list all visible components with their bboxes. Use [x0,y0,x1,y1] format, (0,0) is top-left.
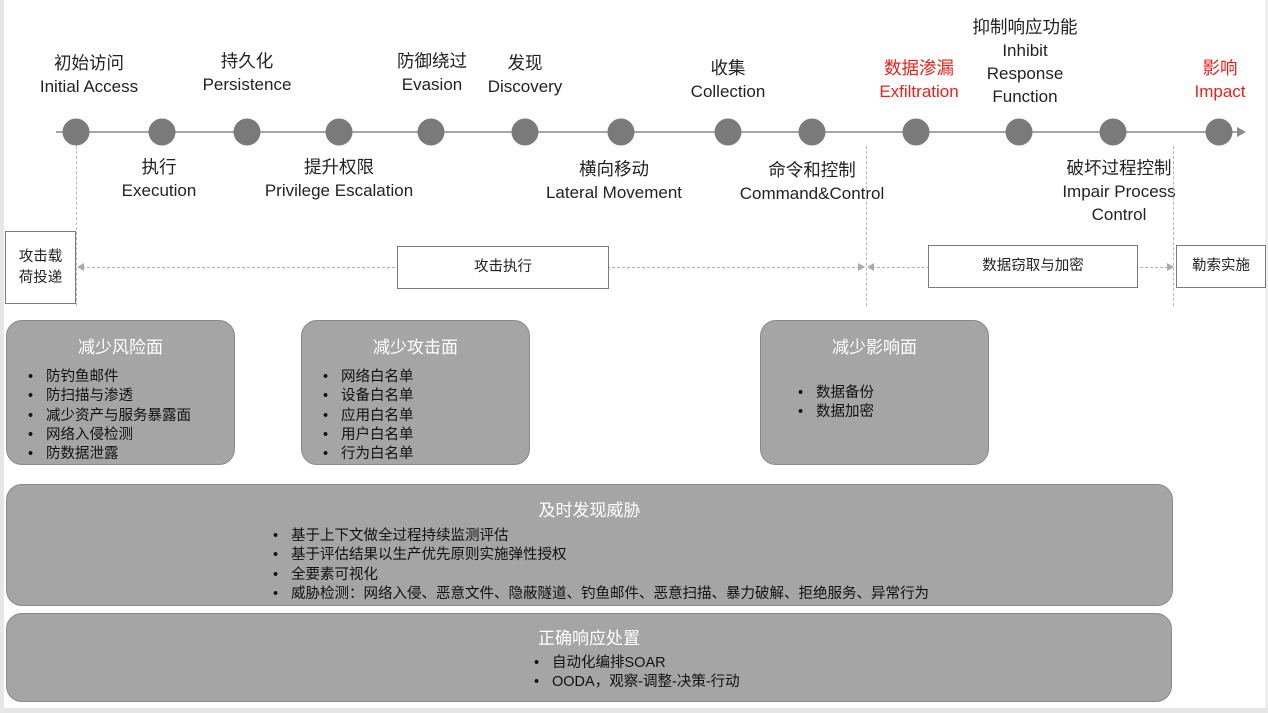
list-item: 防数据泄露 [26,445,191,465]
bullet-list: 网络白名单 设备白名单 应用白名单 用户白名单 行为白名单 [321,368,414,465]
stage-node-evasion [417,118,445,146]
list-item: 全要素可视化 [271,566,929,586]
box-title: 减少风险面 [78,338,163,357]
list-item: 用户白名单 [321,426,414,446]
bullet-list: 数据备份 数据加密 [796,384,874,423]
box-title: 减少攻击面 [373,338,458,357]
stage-node-impact [1205,118,1233,146]
stage-node-privilege-escalation [325,118,353,146]
execution-arrowhead-right [858,263,865,271]
list-item: 威胁检测：网络入侵、恶意文件、隐蔽隧道、钓鱼邮件、恶意扫描、暴力破解、拒绝服务、… [271,585,929,605]
phase-box-execution: 攻击执行 [397,246,609,289]
stage-node-initial-access [62,118,90,146]
stage-node-discovery [511,118,539,146]
stage-node-inhibit-response [1005,118,1033,146]
list-item: 数据备份 [796,384,874,404]
timeline-arrowhead [1237,127,1246,137]
execution-arrowhead-left [77,263,84,271]
list-item: 自动化编排SOAR [532,654,740,674]
phase-box-ransom: 勒索实施 [1176,245,1266,288]
phase-divider-exfil [866,146,867,306]
stage-node-collection [714,118,742,146]
box-respond: 正确响应处置 自动化编排SOAR OODA，观察-调整-决策-行动 [6,613,1172,702]
phase-divider-ransom [1173,146,1174,306]
box-detect-threats: 及时发现威胁 基于上下文做全过程持续监测评估 基于评估结果以生产优先原则实施弹性… [6,484,1173,606]
bullet-list: 自动化编排SOAR OODA，观察-调整-决策-行动 [532,654,740,693]
box-reduce-attack: 减少攻击面 网络白名单 设备白名单 应用白名单 用户白名单 行为白名单 [301,320,530,465]
list-item: OODA，观察-调整-决策-行动 [532,673,740,693]
list-item: 防钓鱼邮件 [26,368,191,388]
bullet-list: 防钓鱼邮件 防扫描与渗透 减少资产与服务暴露面 网络入侵检测 防数据泄露 [26,368,191,465]
timeline-axis [56,131,1238,133]
right-border [1265,0,1268,713]
list-item: 应用白名单 [321,407,414,427]
phase-divider-delivery [76,146,77,306]
list-item: 基于上下文做全过程持续监测评估 [271,527,929,547]
stage-node-impair-process [1099,118,1127,146]
left-border [0,0,4,713]
list-item: 设备白名单 [321,387,414,407]
box-title: 及时发现威胁 [538,501,641,520]
list-item: 行为白名单 [321,445,414,465]
stage-node-exfiltration [902,118,930,146]
stage-node-command-control [798,118,826,146]
list-item: 基于评估结果以生产优先原则实施弹性授权 [271,546,929,566]
list-item: 数据加密 [796,403,874,423]
exfil-arrowhead-right [1167,263,1174,271]
stage-node-persistence [233,118,261,146]
phase-box-delivery: 攻击载荷投递 [5,231,76,304]
phase-box-exfil-encrypt: 数据窃取与加密 [928,245,1138,288]
stage-node-execution [148,118,176,146]
box-reduce-risk: 减少风险面 防钓鱼邮件 防扫描与渗透 减少资产与服务暴露面 网络入侵检测 防数据… [6,320,235,465]
list-item: 减少资产与服务暴露面 [26,407,191,427]
bottom-border [0,708,1268,713]
list-item: 网络白名单 [321,368,414,388]
bullet-list: 基于上下文做全过程持续监测评估 基于评估结果以生产优先原则实施弹性授权 全要素可… [271,527,929,604]
exfil-arrowhead-left [867,263,874,271]
list-item: 防扫描与渗透 [26,387,191,407]
box-reduce-impact: 减少影响面 数据备份 数据加密 [760,320,989,465]
stage-node-lateral-movement [607,118,635,146]
box-title: 减少影响面 [832,338,917,357]
stage-label-impair-process: 破坏过程控制 Impair Process Control [1062,158,1176,224]
stage-label-inhibit-response: 抑制响应功能 Inhibit Response Function [972,17,1078,106]
box-title: 正确响应处置 [538,629,640,648]
list-item: 网络入侵检测 [26,426,191,446]
